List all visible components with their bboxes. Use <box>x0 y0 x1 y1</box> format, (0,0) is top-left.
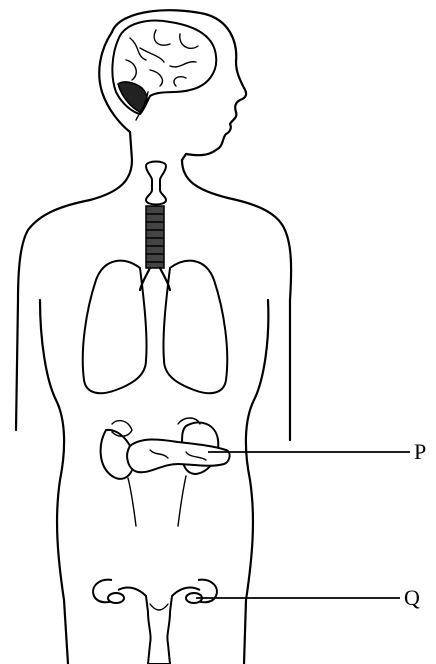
trachea <box>146 162 166 269</box>
lungs <box>83 261 228 393</box>
body-outline <box>16 10 291 664</box>
label-p: P <box>414 441 426 463</box>
left-ovary <box>108 593 124 603</box>
abdominal-organs <box>101 418 230 526</box>
brain <box>112 21 216 120</box>
reproductive-organs <box>93 580 217 664</box>
label-q: Q <box>404 587 420 609</box>
